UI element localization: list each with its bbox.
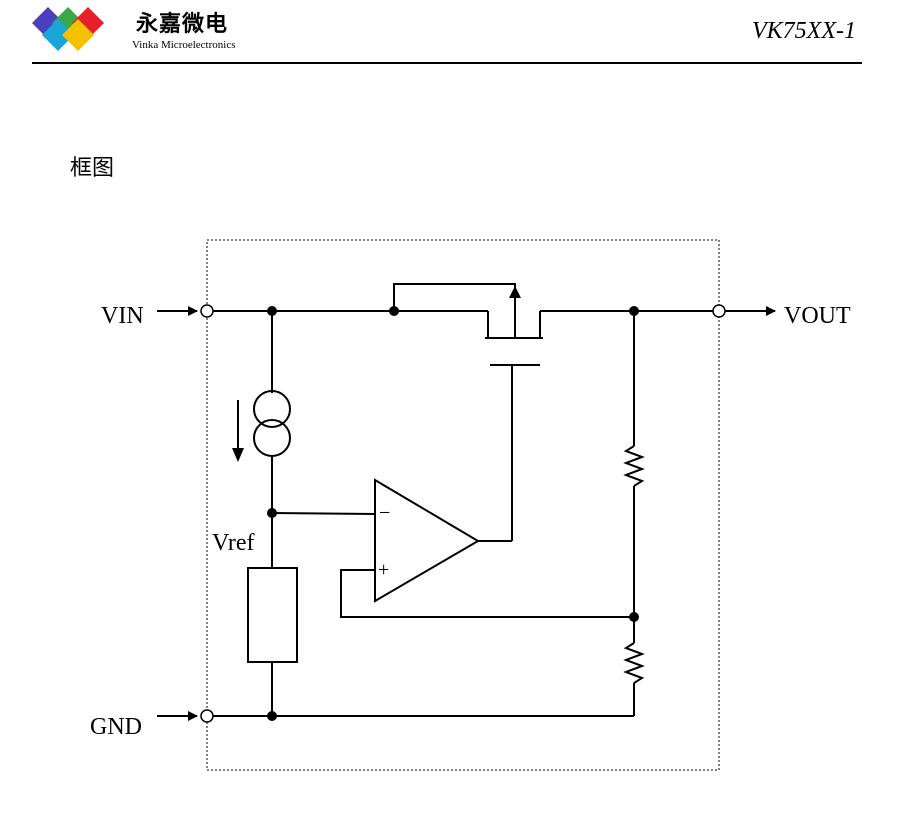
logo-diamond-cyan <box>42 19 74 51</box>
vout-label: VOUT <box>784 303 851 329</box>
chip-boundary <box>206 239 720 771</box>
vin-label: VIN <box>101 303 144 329</box>
header-divider <box>32 62 862 64</box>
document-code: VK75XX-1 <box>752 18 856 44</box>
feedback-wire <box>340 569 634 618</box>
pmos-arrow <box>509 286 521 298</box>
vref-label: Vref <box>212 530 255 556</box>
vin-pin <box>200 304 214 318</box>
gnd-label: GND <box>90 714 142 740</box>
logo-diamond-yellow <box>62 19 94 51</box>
opamp-plus-label: + <box>378 559 389 581</box>
pmos-body-connection <box>393 283 516 311</box>
current-source-ring-top <box>253 390 291 428</box>
current-source-ring-bottom <box>253 419 291 457</box>
junction-dot <box>267 711 277 721</box>
divider-resistor-bottom <box>623 642 645 684</box>
brand-name-en: Vinka Microelectronics <box>132 39 236 51</box>
gnd-pin <box>200 709 214 723</box>
page-header: 永嘉微电 Vinka Microelectronics VK75XX-1 <box>0 0 902 70</box>
brand-name-cn: 永嘉微电 <box>136 12 229 37</box>
vout-pin <box>712 304 726 318</box>
vref-to-opamp-wire <box>271 512 376 515</box>
vinka-logo <box>32 7 104 51</box>
reference-resistor <box>247 567 298 663</box>
error-amplifier <box>374 478 480 603</box>
divider-resistor-top <box>623 445 645 487</box>
opamp-minus-label: − <box>379 502 390 524</box>
current-direction-arrow <box>232 448 244 462</box>
section-title: 框图 <box>70 156 115 181</box>
